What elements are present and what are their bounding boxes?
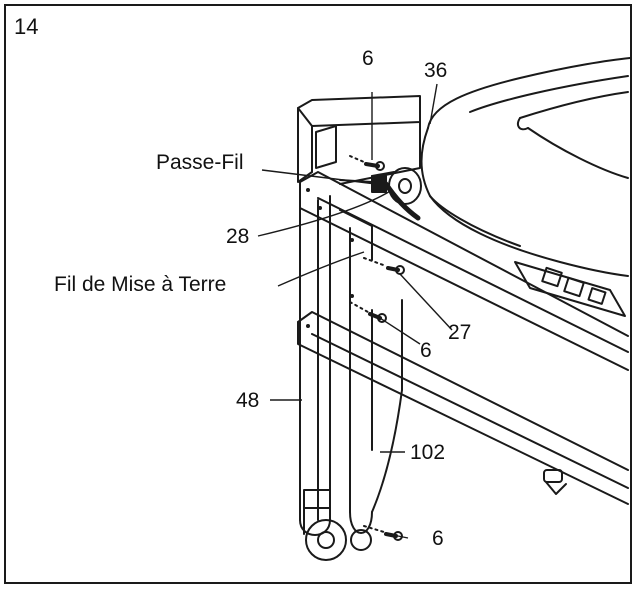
- step-number: 14: [14, 14, 39, 39]
- callout-part-102: 102: [410, 441, 446, 464]
- upright-bracket: [297, 95, 421, 185]
- wheel-assembly: [303, 489, 347, 561]
- lower-cross-bar: [297, 311, 629, 505]
- side-upright: [299, 195, 331, 536]
- leader-lines: [257, 83, 453, 539]
- callout-part-28: 28: [226, 225, 250, 248]
- callout-screw-mid: 6: [420, 339, 432, 362]
- callout-part-27: 27: [448, 321, 472, 344]
- callout-screw-top: 6: [362, 47, 374, 70]
- screw-bottom: [363, 525, 403, 541]
- callout-ground-wire: Fil de Mise à Terre: [54, 273, 227, 296]
- callout-part-48: 48: [236, 389, 260, 412]
- grommet-wire: [339, 175, 421, 221]
- console-switch-panel: [514, 261, 626, 317]
- screw-ground: [363, 257, 405, 275]
- motor-hood: [420, 57, 631, 277]
- callout-part-36: 36: [424, 59, 448, 82]
- frame-holes: [306, 188, 354, 328]
- callout-screw-bottom: 6: [432, 527, 444, 550]
- screw-mid: [349, 301, 387, 323]
- screw-top: [349, 155, 385, 171]
- diagram-frame: [4, 4, 632, 584]
- rear-foot: [543, 469, 567, 495]
- leg-bracket: [339, 209, 403, 551]
- callout-grommet: Passe-Fil: [156, 151, 244, 174]
